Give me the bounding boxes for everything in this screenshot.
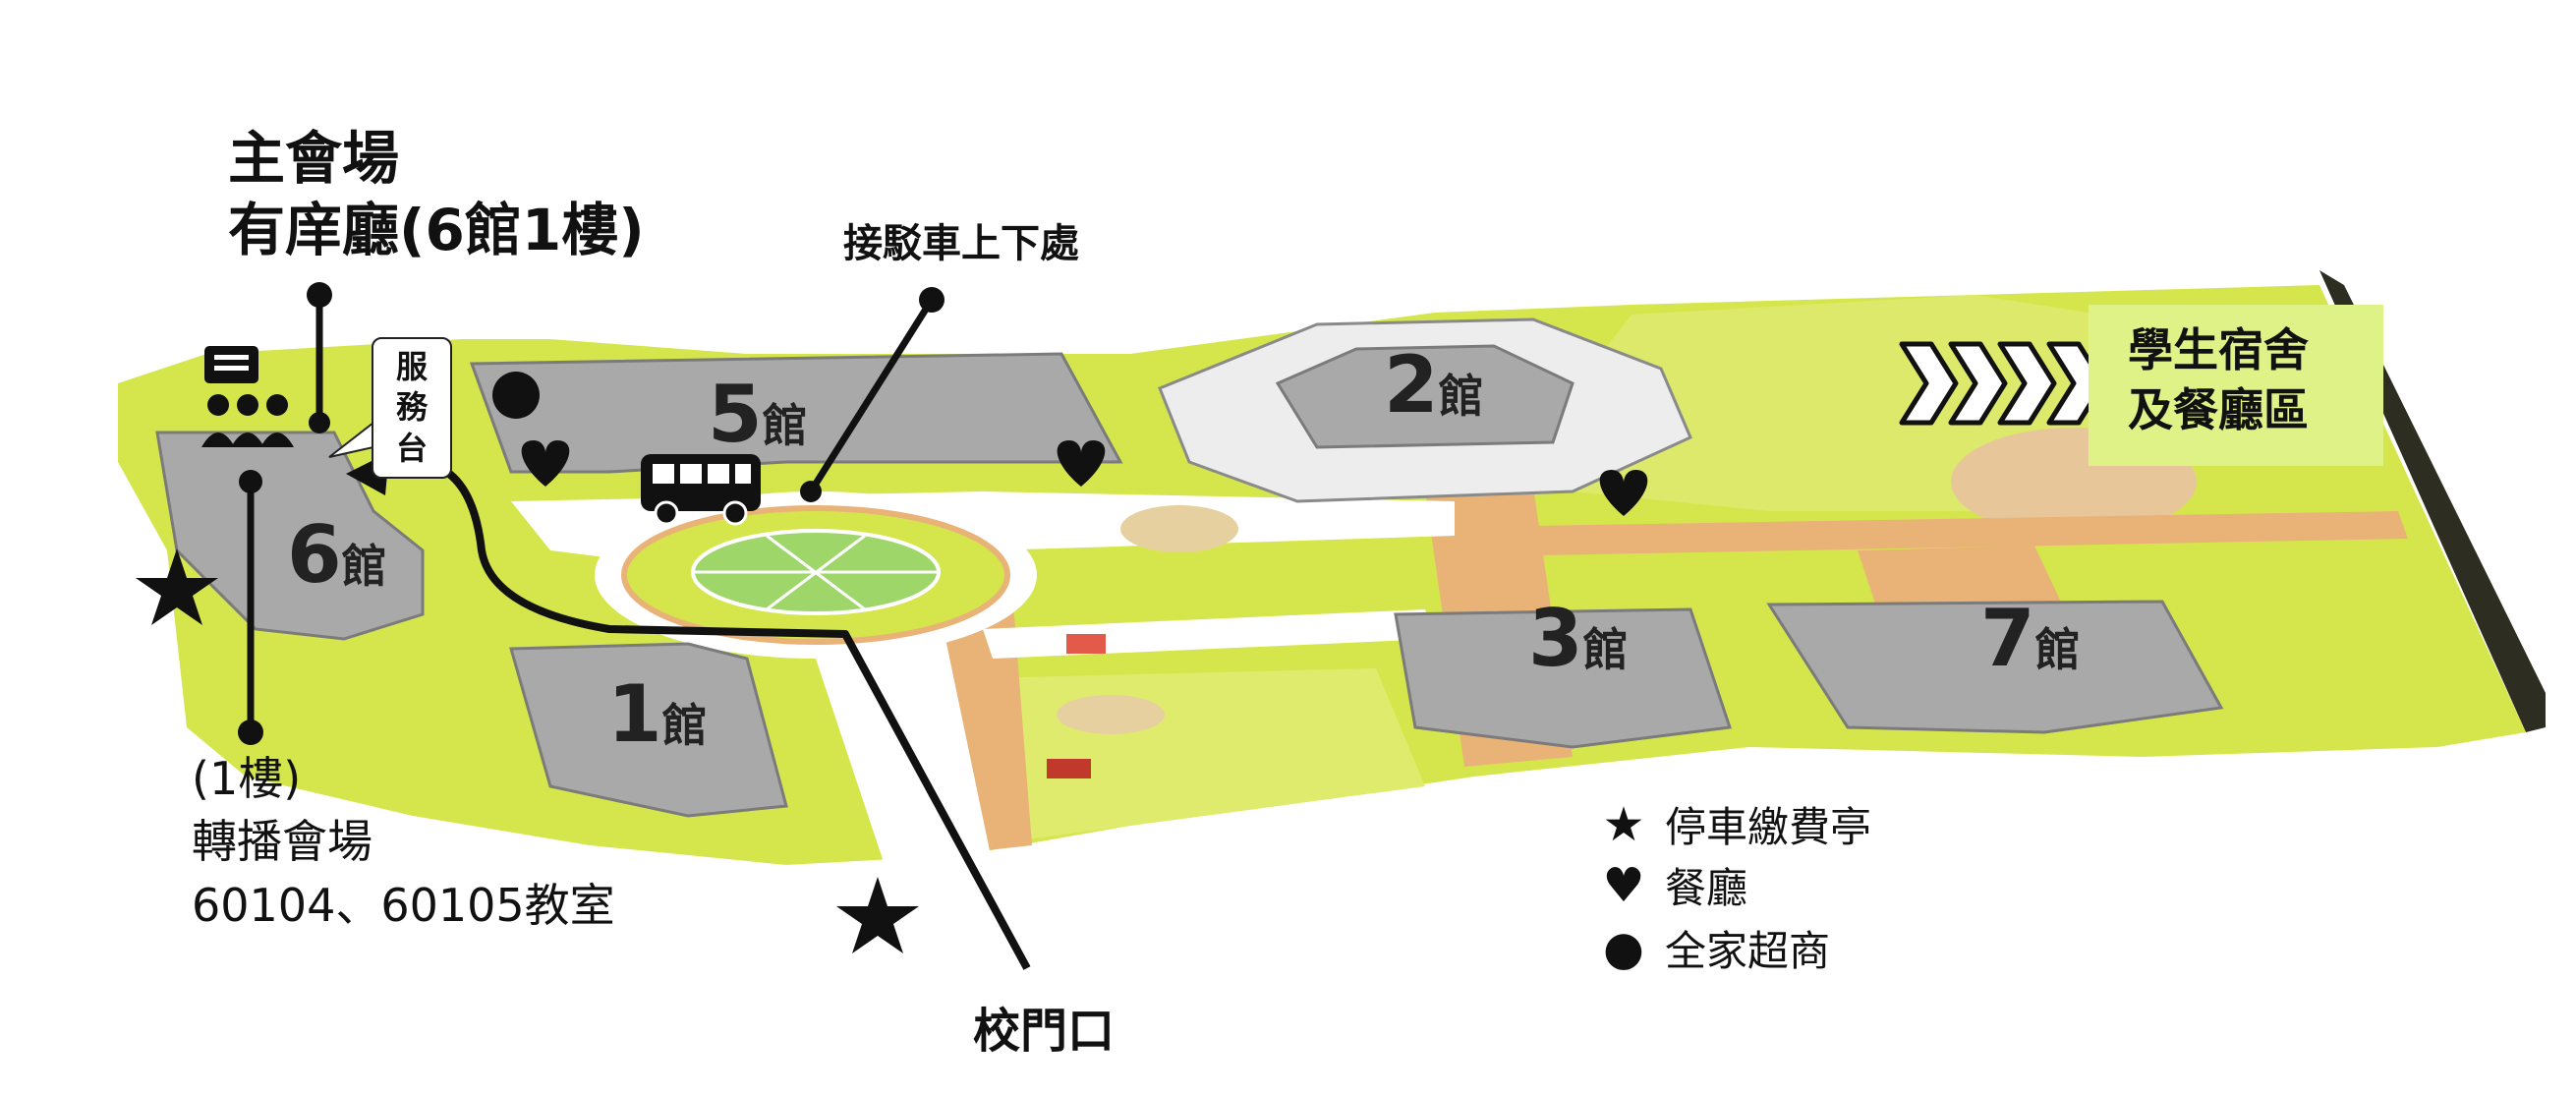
dorm-area-line2: 及餐廳區 — [2128, 382, 2309, 436]
service-desk-char: 服 — [395, 347, 428, 385]
bus-icon — [641, 454, 761, 526]
parking-booth-icon — [836, 877, 919, 953]
building-suffix: 館 — [661, 699, 708, 752]
walkway — [1533, 511, 2408, 555]
service-desk-label: 服 務 台 — [372, 337, 452, 479]
heart-icon: ♥ — [1602, 857, 1645, 913]
conference-icon — [201, 346, 294, 447]
service-desk-char: 務 — [395, 388, 428, 427]
building-2-inner — [1275, 344, 1574, 449]
restaurant-icon — [1057, 440, 1106, 487]
star-icon: ★ — [1602, 796, 1645, 852]
sign-red — [1066, 634, 1106, 654]
building-label-7: 7館 — [1980, 593, 2081, 684]
building-label-2: 2館 — [1384, 339, 1484, 431]
building-number: 1 — [607, 668, 662, 760]
building-number: 6 — [287, 509, 342, 601]
garden-ornament — [1120, 505, 1238, 552]
convenience-store-icon — [492, 372, 540, 419]
broadcast-venue-title: 轉播會場 — [192, 815, 372, 869]
shuttle-stop-label: 接駁車上下處 — [843, 221, 1079, 266]
dorm-area-label: 學生宿舍 及餐廳區 — [2128, 320, 2309, 439]
building-number: 3 — [1528, 593, 1583, 684]
sign-red — [1047, 759, 1091, 778]
building-5 — [469, 352, 1123, 474]
road — [806, 629, 993, 865]
building-label-1: 1館 — [607, 668, 708, 760]
main-venue-line2: 有庠廳(6館1樓) — [228, 196, 645, 263]
building-6 — [155, 431, 425, 641]
restaurant-icon — [521, 440, 570, 487]
building-number: 5 — [708, 369, 763, 460]
main-venue-title: 主會場 有庠廳(6館1樓) — [228, 126, 645, 262]
legend-item-restaurant: ♥ 餐廳 — [1600, 855, 1747, 915]
parking-booth-icon — [136, 548, 218, 625]
building-number: 2 — [1384, 339, 1439, 431]
building-suffix: 館 — [1438, 370, 1484, 423]
service-desk-char: 台 — [395, 429, 428, 467]
building-suffix: 館 — [762, 399, 808, 452]
broadcast-venue-rooms: 60104、60105教室 — [192, 878, 615, 932]
building-suffix: 館 — [2034, 623, 2081, 676]
lawn-patch — [983, 668, 1425, 845]
building-label-6: 6館 — [287, 509, 387, 601]
main-venue-line1: 主會場 — [228, 125, 400, 192]
building-1 — [509, 642, 788, 818]
restaurant-icon — [1599, 470, 1648, 516]
legend-item-parking: ★ 停車繳費亭 — [1600, 794, 1871, 854]
dot-icon: ● — [1603, 920, 1644, 976]
garden-ornament — [1057, 695, 1165, 734]
leader-shuttle — [808, 298, 935, 493]
building-number: 7 — [1980, 593, 2035, 684]
broadcast-venue-label: (1樓) 轉播會場 60104、60105教室 — [192, 747, 615, 937]
legend-label: 餐廳 — [1665, 864, 1748, 912]
dorm-area-line1: 學生宿舍 — [2128, 323, 2309, 376]
legend-label: 停車繳費亭 — [1665, 803, 1872, 851]
building-label-5: 5館 — [708, 369, 808, 460]
building-3 — [1394, 607, 1733, 749]
legend-item-store: ● 全家超商 — [1600, 918, 1830, 978]
gate-label: 校門口 — [973, 1004, 1116, 1059]
building-7 — [1766, 600, 2224, 734]
building-suffix: 館 — [1582, 623, 1629, 676]
building-label-3: 3館 — [1528, 593, 1629, 684]
broadcast-venue-floor: (1樓) — [192, 752, 302, 805]
building-suffix: 館 — [341, 540, 387, 593]
dorm-area-highlight — [2089, 305, 2383, 466]
legend-label: 全家超商 — [1665, 927, 1831, 975]
